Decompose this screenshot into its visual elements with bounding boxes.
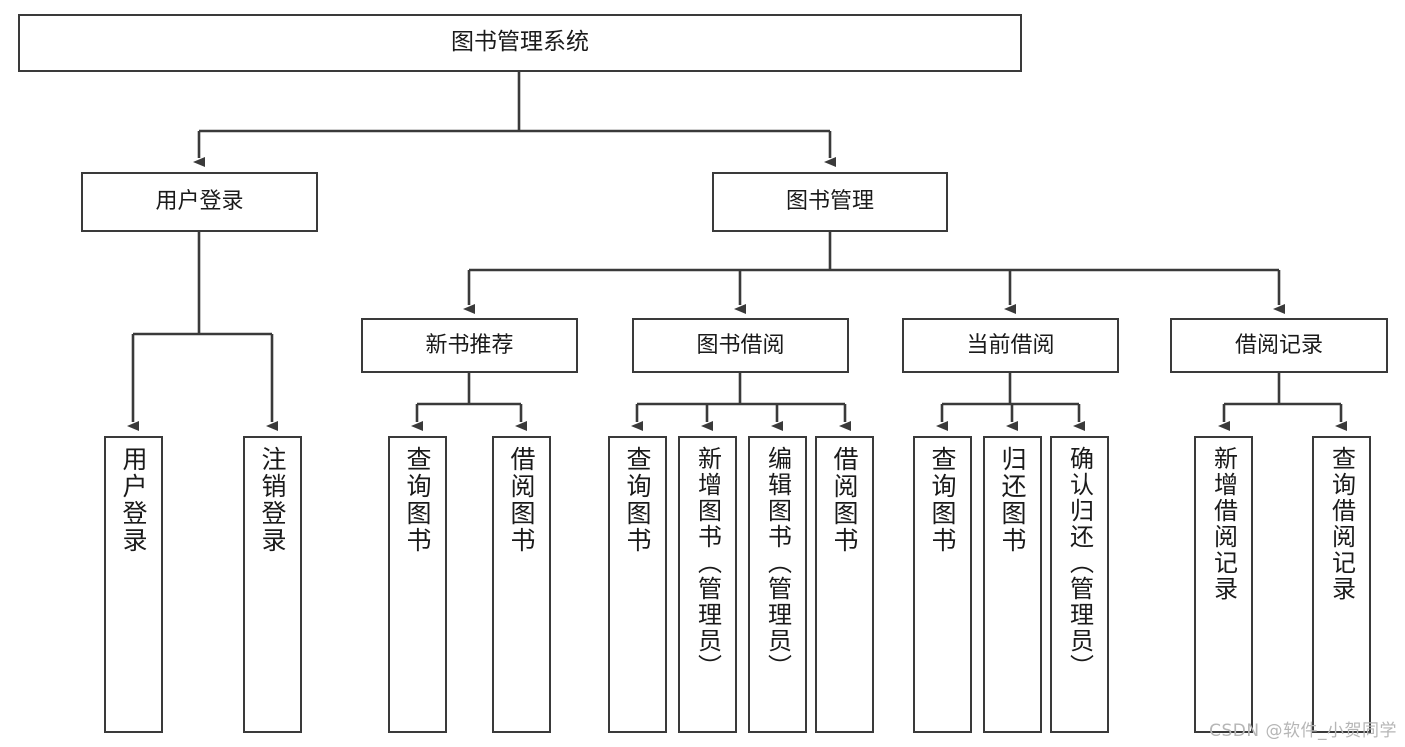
node-leaf-return-book[interactable]: 归还图书: [983, 436, 1042, 733]
node-leaf-query-book-1[interactable]: 查询图书: [388, 436, 447, 733]
node-leaf-edit-book[interactable]: 编辑图书（管理员）: [748, 436, 807, 733]
node-root-label: 图书管理系统: [451, 29, 589, 56]
node-leaf-logout[interactable]: 注销登录: [243, 436, 302, 733]
node-leaf-borrow-book-2[interactable]: 借阅图书: [815, 436, 874, 733]
node-leaf-logout-label: 注销登录: [258, 446, 287, 554]
node-leaf-add-book[interactable]: 新增图书（管理员）: [678, 436, 737, 733]
node-user-login-label: 用户登录: [155, 189, 244, 215]
node-leaf-query-book-2-label: 查询图书: [623, 446, 652, 554]
node-leaf-confirm-return[interactable]: 确认归还（管理员）: [1050, 436, 1109, 733]
node-leaf-user-login-label: 用户登录: [119, 446, 148, 554]
node-book-borrow[interactable]: 图书借阅: [632, 318, 849, 373]
node-user-login[interactable]: 用户登录: [81, 172, 318, 232]
node-leaf-add-book-label: 新增图书（管理员）: [693, 446, 722, 680]
node-book-management[interactable]: 图书管理: [712, 172, 948, 232]
watermark: CSDN @软件_小贺同学: [1209, 721, 1397, 741]
node-leaf-query-record[interactable]: 查询借阅记录: [1312, 436, 1371, 733]
node-root[interactable]: 图书管理系统: [18, 14, 1022, 72]
node-leaf-query-book-3-label: 查询图书: [928, 446, 957, 554]
node-leaf-confirm-return-label: 确认归还（管理员）: [1065, 446, 1094, 680]
node-book-borrow-label: 图书借阅: [696, 332, 785, 358]
node-leaf-add-record-label: 新增借阅记录: [1209, 446, 1238, 602]
node-leaf-edit-book-label: 编辑图书（管理员）: [763, 446, 792, 680]
node-borrow-record-label: 借阅记录: [1234, 332, 1323, 358]
node-new-book-recommend-label: 新书推荐: [425, 332, 514, 358]
node-current-borrow-label: 当前借阅: [966, 332, 1055, 358]
node-leaf-query-book-1-label: 查询图书: [403, 446, 432, 554]
node-leaf-borrow-book-1[interactable]: 借阅图书: [492, 436, 551, 733]
node-leaf-query-book-2[interactable]: 查询图书: [608, 436, 667, 733]
node-borrow-record[interactable]: 借阅记录: [1170, 318, 1388, 373]
node-leaf-query-book-3[interactable]: 查询图书: [913, 436, 972, 733]
node-current-borrow[interactable]: 当前借阅: [902, 318, 1119, 373]
node-new-book-recommend[interactable]: 新书推荐: [361, 318, 578, 373]
node-leaf-add-record[interactable]: 新增借阅记录: [1194, 436, 1253, 733]
node-leaf-query-record-label: 查询借阅记录: [1327, 446, 1356, 602]
node-leaf-borrow-book-1-label: 借阅图书: [507, 446, 536, 554]
node-leaf-return-book-label: 归还图书: [998, 446, 1027, 554]
node-leaf-borrow-book-2-label: 借阅图书: [830, 446, 859, 554]
node-leaf-user-login[interactable]: 用户登录: [104, 436, 163, 733]
node-book-management-label: 图书管理: [785, 189, 874, 215]
